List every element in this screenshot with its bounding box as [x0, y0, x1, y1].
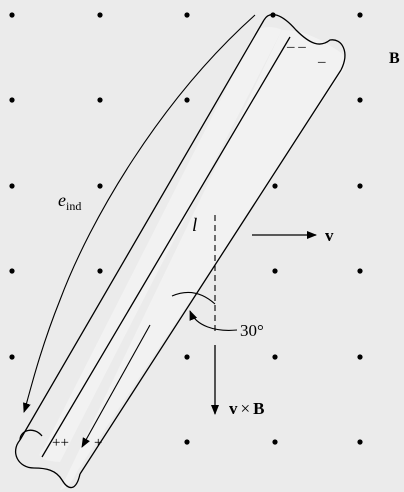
top-negative-charges: – –: [286, 39, 306, 55]
angle-leader-arrow: [189, 310, 238, 331]
angle-arc: [171, 291, 216, 305]
vxb-b: B: [253, 399, 264, 418]
v-cross-b-label: v×B: [229, 399, 264, 418]
emf-symbol: e: [58, 190, 66, 210]
velocity-label: v: [325, 226, 334, 245]
current-direction-arrow: [81, 324, 151, 448]
emf-label: eind: [58, 190, 81, 213]
conductor-bar: [15, 13, 346, 490]
top-negative-charge: –: [317, 54, 326, 70]
emf-subscript: ind: [66, 199, 81, 213]
field-label: B: [389, 50, 400, 67]
vxb-v: v: [229, 399, 238, 418]
length-label: l: [192, 215, 197, 236]
bottom-positive-charge: +: [94, 435, 102, 451]
angle-label: 30°: [240, 321, 264, 340]
bottom-positive-charges: ++: [52, 435, 69, 451]
vxb-times: ×: [241, 399, 251, 418]
emf-direction-arrow: [23, 14, 256, 413]
